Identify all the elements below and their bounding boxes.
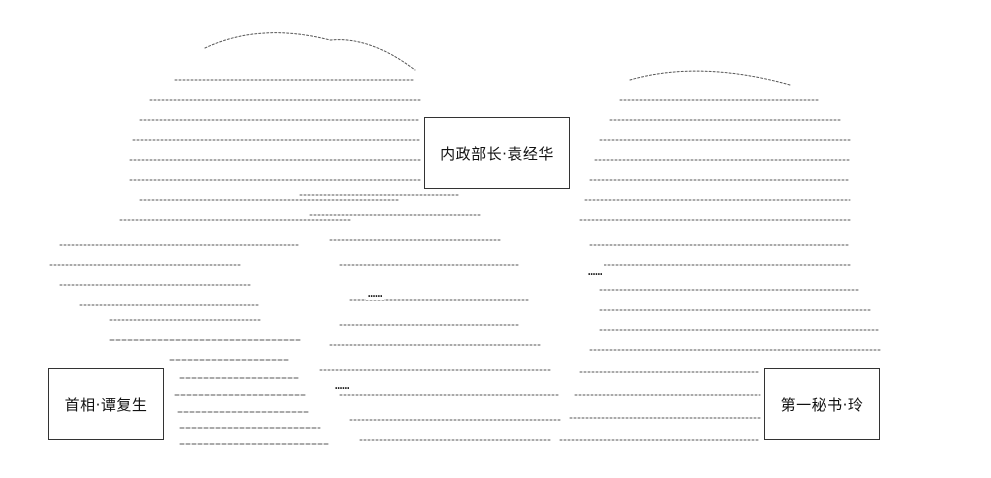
left-figure-hair — [49, 32, 421, 321]
label-prime-minister: 首相·谭复生 — [48, 368, 164, 440]
speech-bubble-1: …… — [366, 286, 385, 300]
label-first-secretary: 第一秘书·玲 — [764, 368, 880, 440]
label-first-secretary-text: 第一秘书·玲 — [780, 395, 864, 414]
label-internal-affairs-minister: 内政部长·袁经华 — [424, 117, 570, 189]
center-figure — [299, 194, 561, 441]
speech-bubble-2: …… — [333, 378, 352, 392]
speech-bubble-3: …… — [586, 264, 605, 278]
left-figure-body — [109, 339, 331, 445]
label-internal-affairs-text: 内政部长·袁经华 — [440, 144, 554, 163]
right-figure — [559, 70, 881, 441]
label-prime-minister-text: 首相·谭复生 — [64, 395, 148, 414]
